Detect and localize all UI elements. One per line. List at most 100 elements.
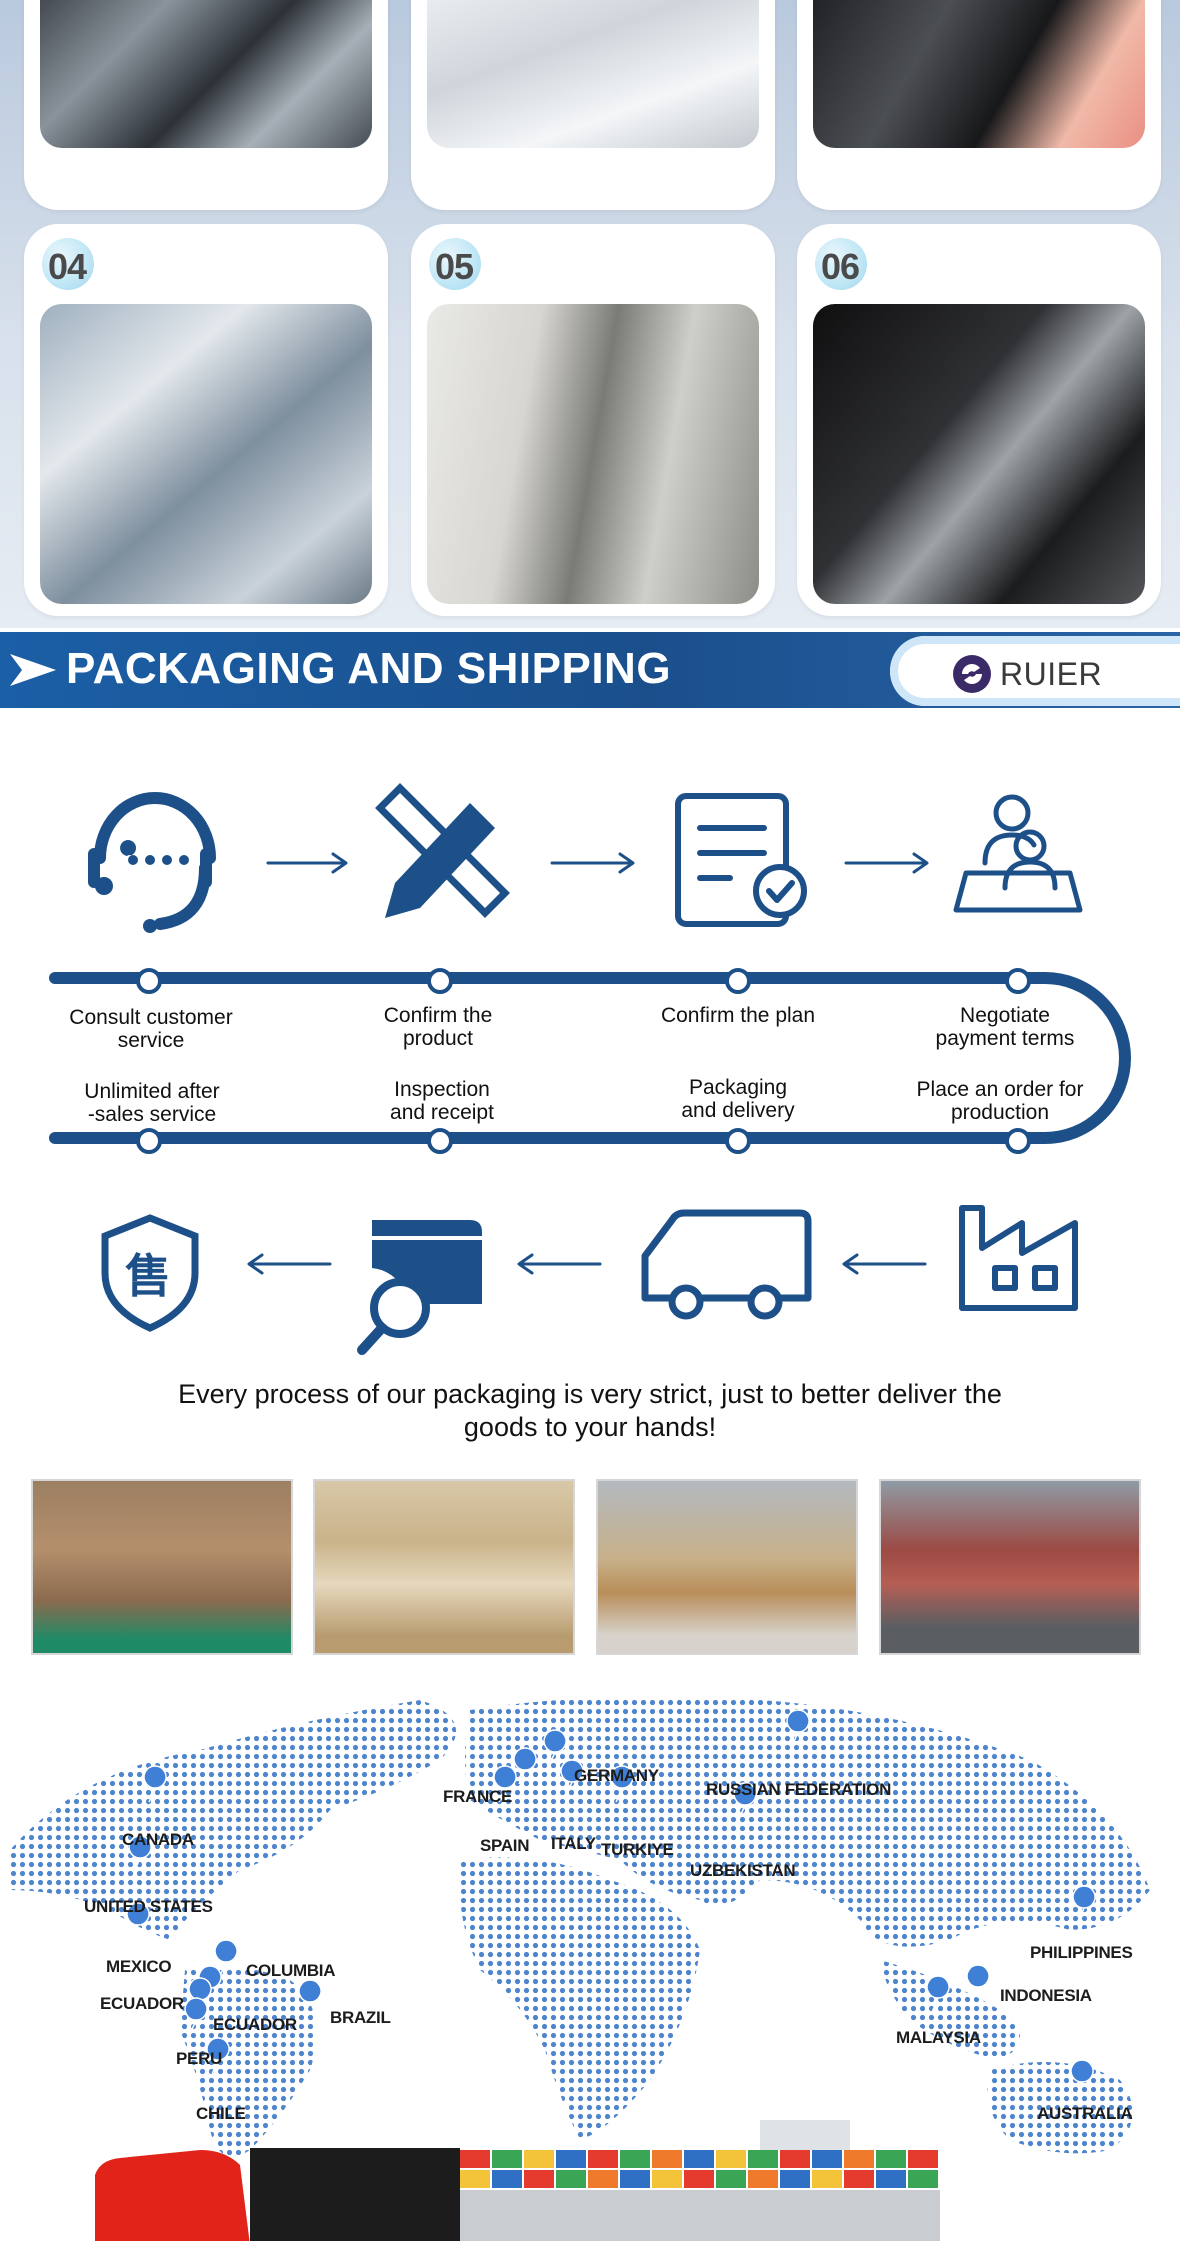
location-pin-icon <box>560 1759 584 1797</box>
world-map <box>10 1696 1150 2241</box>
location-pin-icon <box>126 1902 150 1940</box>
users-icon <box>953 794 1083 913</box>
country-label: AUSTRALIA <box>1037 2104 1133 2123</box>
country-label: ITALY <box>551 1834 596 1853</box>
country-label: BRAZIL <box>330 2008 391 2027</box>
step-label-after-sales: Unlimited after -sales service <box>84 1080 220 1126</box>
location-pin-icon <box>543 1729 567 1767</box>
location-pin-icon <box>1072 1885 1096 1923</box>
track-node <box>427 968 453 994</box>
brand-logo-text: RUIER <box>1000 656 1103 692</box>
number-badge <box>429 238 481 290</box>
after-sales-shield-icon <box>101 1214 199 1332</box>
country-label: PERU <box>176 2049 223 2068</box>
country-label: PHILIPPINES <box>1030 1943 1133 1962</box>
truck-icon <box>641 1209 812 1320</box>
pencil-ruler-icon <box>375 783 510 918</box>
product-photo-mirror-instruments <box>40 304 372 604</box>
track-node <box>1005 968 1031 994</box>
number-badge <box>815 238 867 290</box>
product-photo-scalers-case <box>813 304 1145 604</box>
location-pin-icon <box>966 1964 990 2002</box>
product-photo-dental-model <box>813 0 1145 148</box>
country-label: GERMANY <box>574 1766 659 1785</box>
location-pin-icon <box>188 1977 212 2015</box>
product-card-5[interactable]: 05 <box>411 224 775 616</box>
product-photo-tweezers <box>427 0 759 148</box>
track-node <box>136 968 162 994</box>
package-search-icon <box>357 1220 482 1355</box>
location-pin-icon <box>298 1979 322 2017</box>
product-photo-gloved-hand <box>427 304 759 604</box>
step-label-inspection: Inspection and receipt <box>390 1078 494 1124</box>
country-label: COLUMBIA <box>246 1961 336 1980</box>
location-pin-icon <box>214 1939 238 1977</box>
country-label: TURKIYE <box>601 1840 674 1859</box>
country-label: CHILE <box>196 2104 246 2123</box>
card-number: 05 <box>435 246 474 287</box>
shipping-illustration <box>95 2120 940 2241</box>
location-pin-icon <box>786 1709 810 1747</box>
location-pin-icon <box>493 1765 517 1803</box>
africa-landmass <box>459 1857 700 2140</box>
location-pin-icon <box>128 1835 152 1873</box>
country-label: MALAYSIA <box>896 2028 981 2047</box>
packaging-photo-stacked-boxes <box>31 1479 293 1655</box>
product-card-4[interactable]: 04 <box>24 224 388 616</box>
packaging-photo-truck-loading <box>879 1479 1141 1655</box>
step-label-consult: Consult customer service <box>69 1006 233 1052</box>
arrow-icon <box>10 654 56 686</box>
step-label-packaging: Packaging and delivery <box>681 1076 795 1122</box>
country-label: SPAIN <box>480 1836 530 1855</box>
country-label: RUSSIAN FEDERATION <box>706 1780 892 1799</box>
ruier-logo-icon <box>953 655 991 693</box>
step-label-confirm-product: Confirm the product <box>383 1004 493 1050</box>
track-node <box>427 1128 453 1154</box>
after-sales-glyph: 售 <box>125 1249 171 1303</box>
location-pin-icon <box>206 2037 230 2075</box>
arrow-left-icon <box>247 1253 332 1275</box>
step-label-payment: Negotiate payment terms <box>935 1004 1075 1050</box>
arrow-right-icon <box>266 852 348 874</box>
process-diagram <box>49 783 1131 1355</box>
packaging-photo-wooden-crates <box>596 1479 858 1655</box>
australia-landmass <box>987 2062 1133 2154</box>
country-label: UNITED STATES <box>84 1897 213 1916</box>
country-label: ECUADOR <box>213 2015 297 2034</box>
country-label: ECUADOR <box>100 1994 184 2013</box>
ship-bridge <box>760 2120 850 2150</box>
section-banner: PACKAGING AND SHIPPING RUIER <box>0 632 1180 708</box>
card-number: 06 <box>821 246 860 287</box>
step-label-order: Place an order for production <box>916 1078 1084 1124</box>
product-photo-instruments-blue <box>40 0 372 148</box>
step-label-confirm-plan: Confirm the plan <box>660 1004 816 1027</box>
arrow-right-icon <box>844 852 929 874</box>
location-pin-icon <box>610 1765 634 1803</box>
product-card-3[interactable] <box>797 0 1161 210</box>
location-pin-icon <box>1070 2059 1094 2097</box>
arrow-left-icon <box>842 1253 927 1275</box>
factory-icon <box>959 1205 1078 1311</box>
track-node <box>725 1128 751 1154</box>
southeast-asia-landmass <box>880 1960 1020 2060</box>
track-node <box>1005 1128 1031 1154</box>
location-pin-icon <box>733 1782 757 1820</box>
product-card-6[interactable]: 06 <box>797 224 1161 616</box>
red-truck-cab <box>95 2150 250 2241</box>
card-number: 04 <box>48 246 87 287</box>
location-pin-icon <box>926 1975 950 2013</box>
product-card-2[interactable] <box>411 0 775 210</box>
south-america-landmass <box>180 1966 317 2157</box>
north-america-landmass <box>10 1700 456 1940</box>
track-node <box>136 1128 162 1154</box>
location-pin-icon <box>513 1747 537 1785</box>
clipboard-check-icon <box>675 793 807 927</box>
arrow-left-icon <box>517 1253 602 1275</box>
track-node <box>725 968 751 994</box>
number-badge <box>42 238 94 290</box>
country-label: CANADA <box>122 1830 194 1849</box>
product-card-1[interactable] <box>24 0 388 210</box>
section-title: PACKAGING AND SHIPPING <box>66 644 672 693</box>
eurasia-landmass <box>465 1696 1150 1947</box>
process-track <box>49 972 1131 1144</box>
